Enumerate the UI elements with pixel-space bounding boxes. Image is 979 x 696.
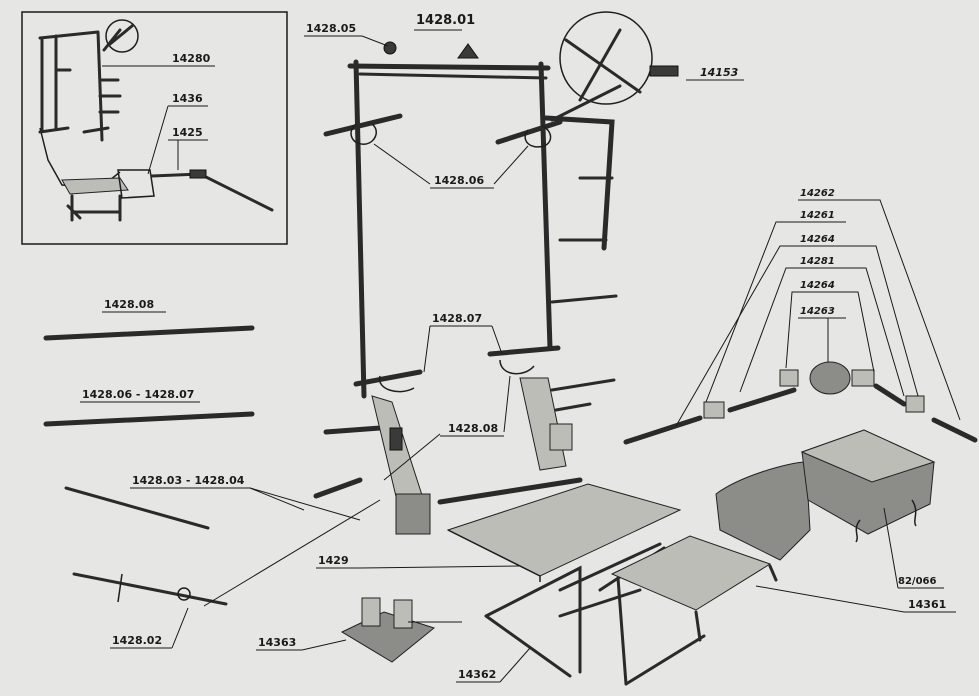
- label-1428-07: 1428.07: [432, 312, 482, 325]
- label-14262: 14262: [800, 188, 835, 199]
- label-1428-05: 1428.05: [306, 22, 356, 35]
- label-14261: 14261: [800, 210, 835, 221]
- label-main-assembly: 1428.01: [416, 13, 475, 28]
- label-1428-06-07: 1428.06 - 1428.07: [82, 388, 194, 401]
- label-1428-08-callout: 1428.08: [448, 422, 498, 435]
- inset-overview: [21, 11, 288, 245]
- label-14281: 14281: [800, 256, 835, 267]
- label-1428-06: 1428.06: [434, 174, 484, 187]
- label-14362: 14362: [458, 668, 496, 681]
- label-14280: 14280: [172, 52, 211, 65]
- battery-box: [800, 429, 936, 543]
- stand: [484, 542, 666, 678]
- label-1428-03-04: 1428.03 - 1428.04: [132, 474, 245, 487]
- linkage: [623, 361, 978, 445]
- label-14264-b: 14264: [800, 280, 835, 291]
- chair: [610, 461, 811, 686]
- part-labels: 1428.01 1428.05 14153 14280 1436 1425 14…: [82, 13, 946, 681]
- leader-lines: [80, 29, 961, 683]
- label-1429: 1429: [318, 554, 349, 567]
- caster-base: [340, 597, 436, 663]
- label-14363: 14363: [258, 636, 296, 649]
- label-1428-08-part: 1428.08: [104, 298, 154, 311]
- label-14153: 14153: [700, 66, 739, 79]
- main-frame: [313, 11, 682, 582]
- label-14361: 14361: [908, 598, 946, 611]
- label-1425: 1425: [172, 126, 203, 139]
- rods-left: [43, 325, 255, 606]
- label-14263: 14263: [800, 306, 835, 317]
- label-14264-a: 14264: [800, 234, 835, 245]
- label-1428-02: 1428.02: [112, 634, 162, 647]
- label-1436: 1436: [172, 92, 203, 105]
- label-82-066: 82/066: [898, 576, 936, 587]
